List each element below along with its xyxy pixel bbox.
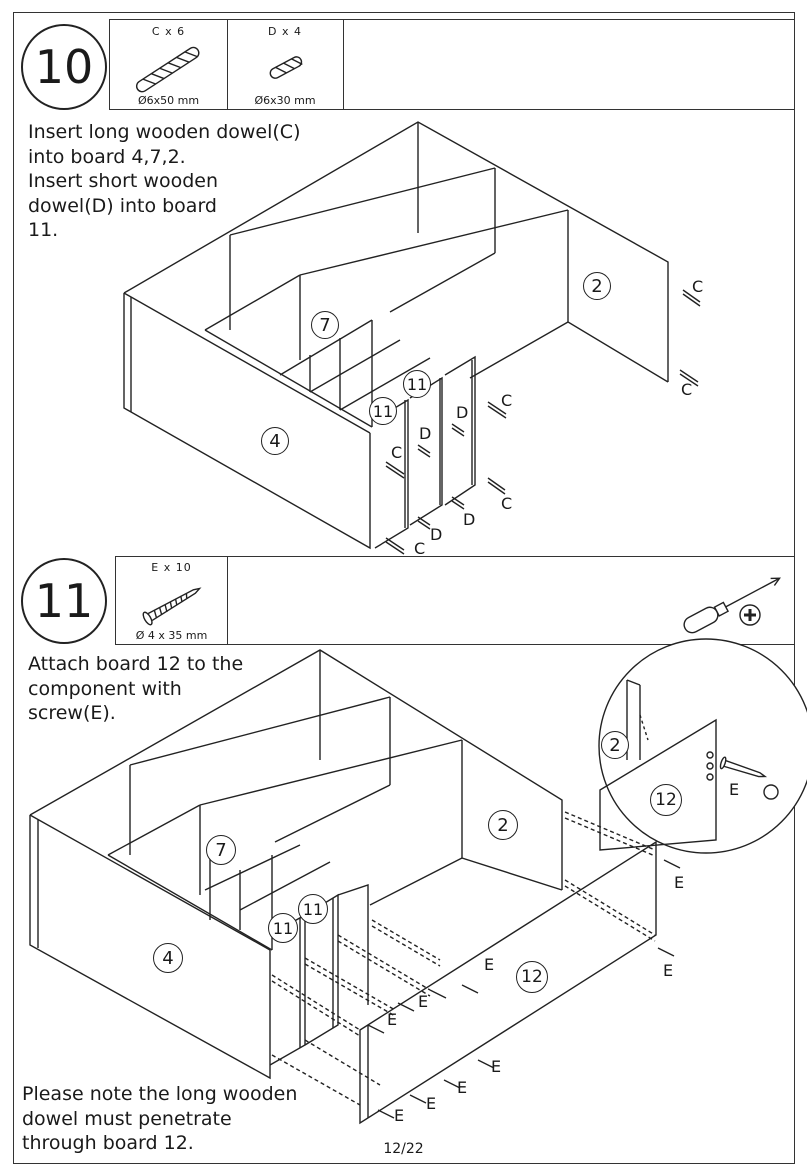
screw-label-e: E <box>457 1078 468 1097</box>
screw-icon <box>142 587 202 626</box>
step10-instruction: Insert long wooden dowel(C) into board 4… <box>28 121 301 241</box>
board-label-7: 7 <box>206 835 236 865</box>
screw-label-e: E <box>418 992 429 1011</box>
board-label-4: 4 <box>261 427 289 455</box>
part-qty-d: D x 4 <box>268 25 302 38</box>
board-label-11-b: 11 <box>369 397 397 425</box>
step11-instruction: Attach board 12 to the component with sc… <box>28 653 244 724</box>
dowel-label-d: D <box>463 510 476 529</box>
part-qty-c: C x 6 <box>151 25 186 38</box>
step10-assembly-drawing <box>123 121 701 555</box>
step11-note: Please note the long wooden dowel must p… <box>22 1083 298 1154</box>
dowel-label-c: C <box>391 443 403 462</box>
board-label-2: 2 <box>488 810 518 840</box>
detail-board-label-2: 2 <box>601 731 629 759</box>
dowel-label-c: C <box>692 277 704 296</box>
dowel-label-d: D <box>456 403 469 422</box>
long-dowel-icon <box>135 46 200 93</box>
screw-label-e: E <box>674 873 685 892</box>
step-number-10: 10 <box>21 24 107 110</box>
board-label-4: 4 <box>153 943 183 973</box>
part-cell-e: E x 10 Ø 4 x 35 mm <box>116 557 228 644</box>
dowel-label-c: C <box>414 539 426 558</box>
dowel-label-c: C <box>681 380 693 399</box>
dowel-label-d: D <box>430 525 443 544</box>
dowel-label-c: C <box>501 391 513 410</box>
part-cell-c: C x 6 Ø6x50 mm <box>110 20 228 109</box>
detail-board-label-12: 12 <box>650 784 682 816</box>
screw-label-e: E <box>484 955 495 974</box>
part-dim-d: Ø6x30 mm <box>254 94 316 107</box>
board-label-11-a: 11 <box>298 894 328 924</box>
screw-label-e: E <box>394 1106 405 1125</box>
part-qty-e: E x 10 <box>151 561 192 574</box>
part-dim-c: Ø6x50 mm <box>137 94 200 107</box>
detail-screw-label-e: E <box>729 780 740 799</box>
screw-label-e: E <box>387 1010 398 1029</box>
parts-box-step11: E x 10 Ø 4 x 35 mm <box>115 556 795 645</box>
screw-label-e: E <box>491 1057 502 1076</box>
screw-label-e: E <box>663 961 674 980</box>
board-label-11-a: 11 <box>403 370 431 398</box>
short-dowel-icon <box>269 56 303 79</box>
page-number: 12/22 <box>383 1141 424 1157</box>
board-label-12: 12 <box>516 961 548 993</box>
parts-box-step10: C x 6 Ø6x50 mm D x 4 Ø6x30 mm <box>109 19 795 110</box>
dowel-label-d: D <box>419 424 432 443</box>
part-cell-d: D x 4 Ø6x30 mm <box>227 20 344 109</box>
dowel-label-c: C <box>501 494 513 513</box>
phillips-screwdriver-icon <box>683 577 781 634</box>
board-label-11-b: 11 <box>268 913 298 943</box>
board-label-2: 2 <box>583 272 611 300</box>
screw-label-e: E <box>426 1094 437 1113</box>
board-label-7: 7 <box>311 311 339 339</box>
step-number-11: 11 <box>21 558 107 644</box>
part-dim-e: Ø 4 x 35 mm <box>135 629 208 642</box>
